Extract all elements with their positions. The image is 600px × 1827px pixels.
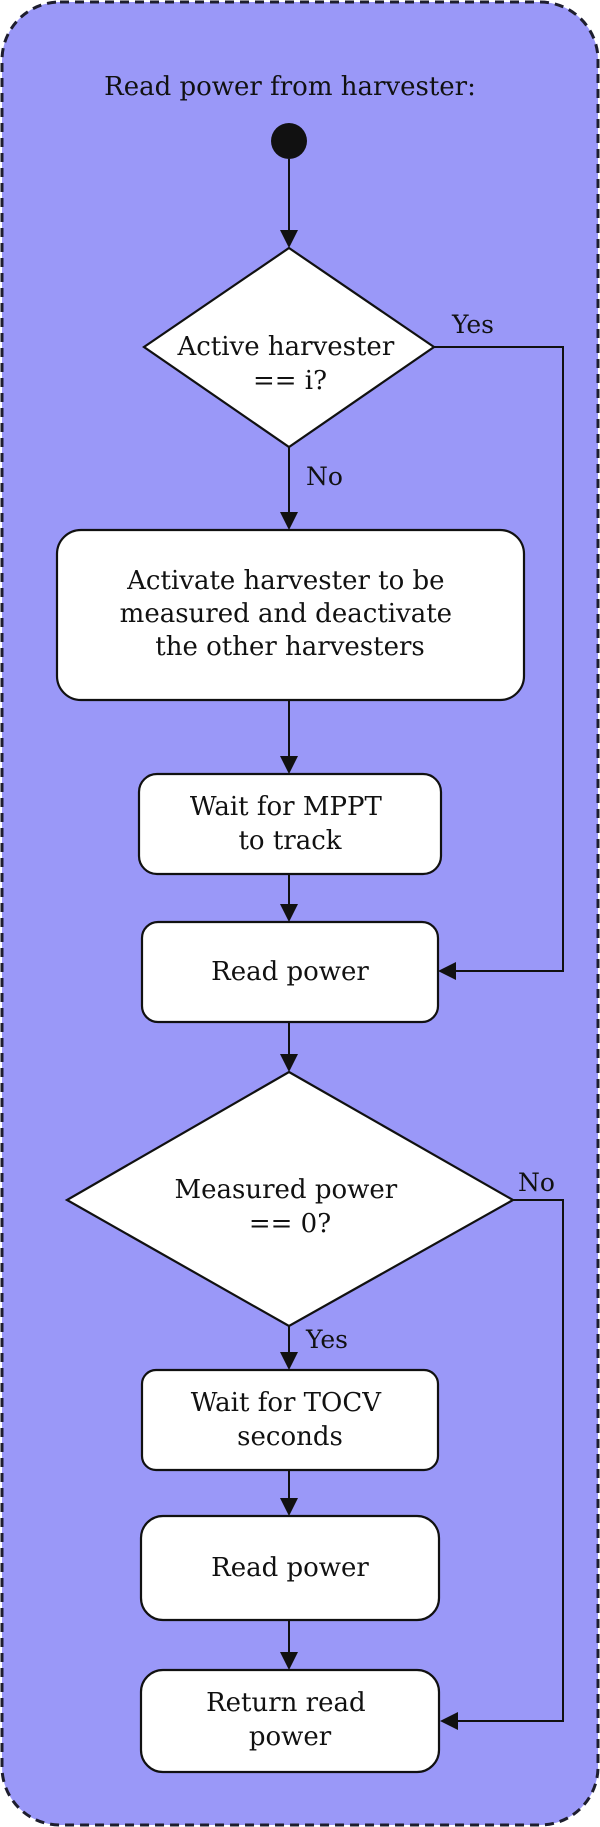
arrow-head [440, 1712, 458, 1730]
edge-measured-no [458, 1199, 564, 1722]
edge-label-active-yes: Yes [451, 310, 494, 339]
svg-text:Activate harvester to be: Activate harvester to be measured and de… [120, 566, 461, 662]
svg-text:Active harvester == i?: Active harvester == i? [176, 332, 402, 396]
arrow-head [280, 230, 298, 248]
edge-label-measured-no: No [518, 1168, 555, 1197]
arrow-head [280, 1054, 298, 1072]
arrow-head [280, 756, 298, 774]
diagram-title: Read power from harvester: [104, 72, 476, 102]
svg-text:Return read power: Return read power [206, 1688, 374, 1752]
arrow-head [280, 1652, 298, 1670]
process-read-power-1: Read power [140, 920, 440, 1024]
node-line: Wait for MPPT [190, 792, 383, 822]
start-node [271, 123, 307, 159]
node-line: Active harvester [176, 332, 394, 362]
svg-text:Read power: Read power [211, 957, 369, 987]
node-line: measured and deactivate [120, 599, 452, 629]
arrow-head [280, 904, 298, 922]
arrow-head [280, 1498, 298, 1516]
node-line: Activate harvester to be [126, 566, 444, 596]
edge-decision-yes [434, 346, 564, 972]
edge-label-active-no: No [306, 462, 343, 491]
arrow-head [438, 962, 456, 980]
node-line: Measured power [175, 1175, 398, 1205]
node-line: == i? [253, 366, 327, 396]
node-line: Return read [206, 1688, 366, 1718]
svg-text:Wait for TOCV seconds: Wait for TOCV seconds [191, 1388, 390, 1452]
node-line: to track [238, 826, 341, 856]
svg-text:Measured power == 0?: Measured power == 0? [175, 1175, 406, 1239]
decision-active-harvester: Active harvester == i? [142, 246, 436, 449]
node-line: == 0? [249, 1209, 331, 1239]
node-line: seconds [237, 1422, 343, 1452]
node-line: the other harvesters [155, 632, 424, 662]
decision-measured-power: Measured power == 0? [64, 1070, 516, 1328]
process-wait-mppt: Wait for MPPT to track [137, 772, 443, 876]
svg-text:Wait for MPPT to track: Wait for MPPT to track [190, 792, 390, 856]
svg-text:Read power: Read power [211, 1553, 369, 1583]
node-line: power [249, 1722, 332, 1752]
edge-label-measured-yes: Yes [305, 1325, 348, 1354]
process-wait-tocv: Wait for TOCV seconds [140, 1368, 440, 1472]
process-read-power-2: Read power [139, 1514, 441, 1622]
process-activate-harvester: Activate harvester to be measured and de… [55, 528, 526, 702]
process-return-read-power: Return read power [139, 1668, 441, 1774]
arrow-head [280, 512, 298, 530]
node-line: Read power [211, 957, 369, 987]
arrow-head [280, 1352, 298, 1370]
node-line: Wait for TOCV [191, 1388, 383, 1418]
node-line: Read power [211, 1553, 369, 1583]
edges [280, 159, 564, 1730]
